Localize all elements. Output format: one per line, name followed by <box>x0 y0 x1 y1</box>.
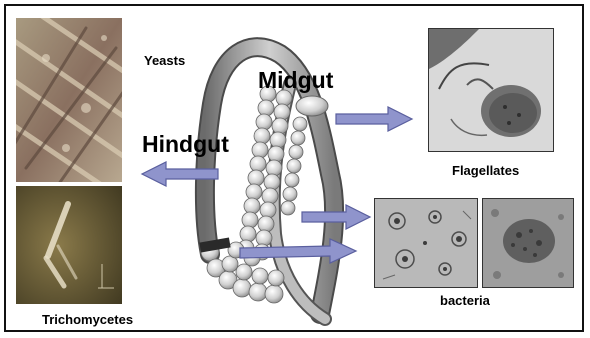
label-hindgut: Hindgut <box>142 131 229 158</box>
label-midgut: Midgut <box>258 67 333 94</box>
label-flagellates: Flagellates <box>452 163 519 178</box>
arrow-to-bacteria-lower <box>240 239 356 263</box>
label-bacteria: bacteria <box>440 293 490 308</box>
arrow-to-bacteria-upper <box>302 205 370 229</box>
label-yeasts: Yeasts <box>144 53 185 68</box>
arrow-to-yeasts <box>142 162 218 186</box>
label-trichomycetes: Trichomycetes <box>42 312 133 327</box>
arrow-to-flagellates <box>336 107 412 131</box>
